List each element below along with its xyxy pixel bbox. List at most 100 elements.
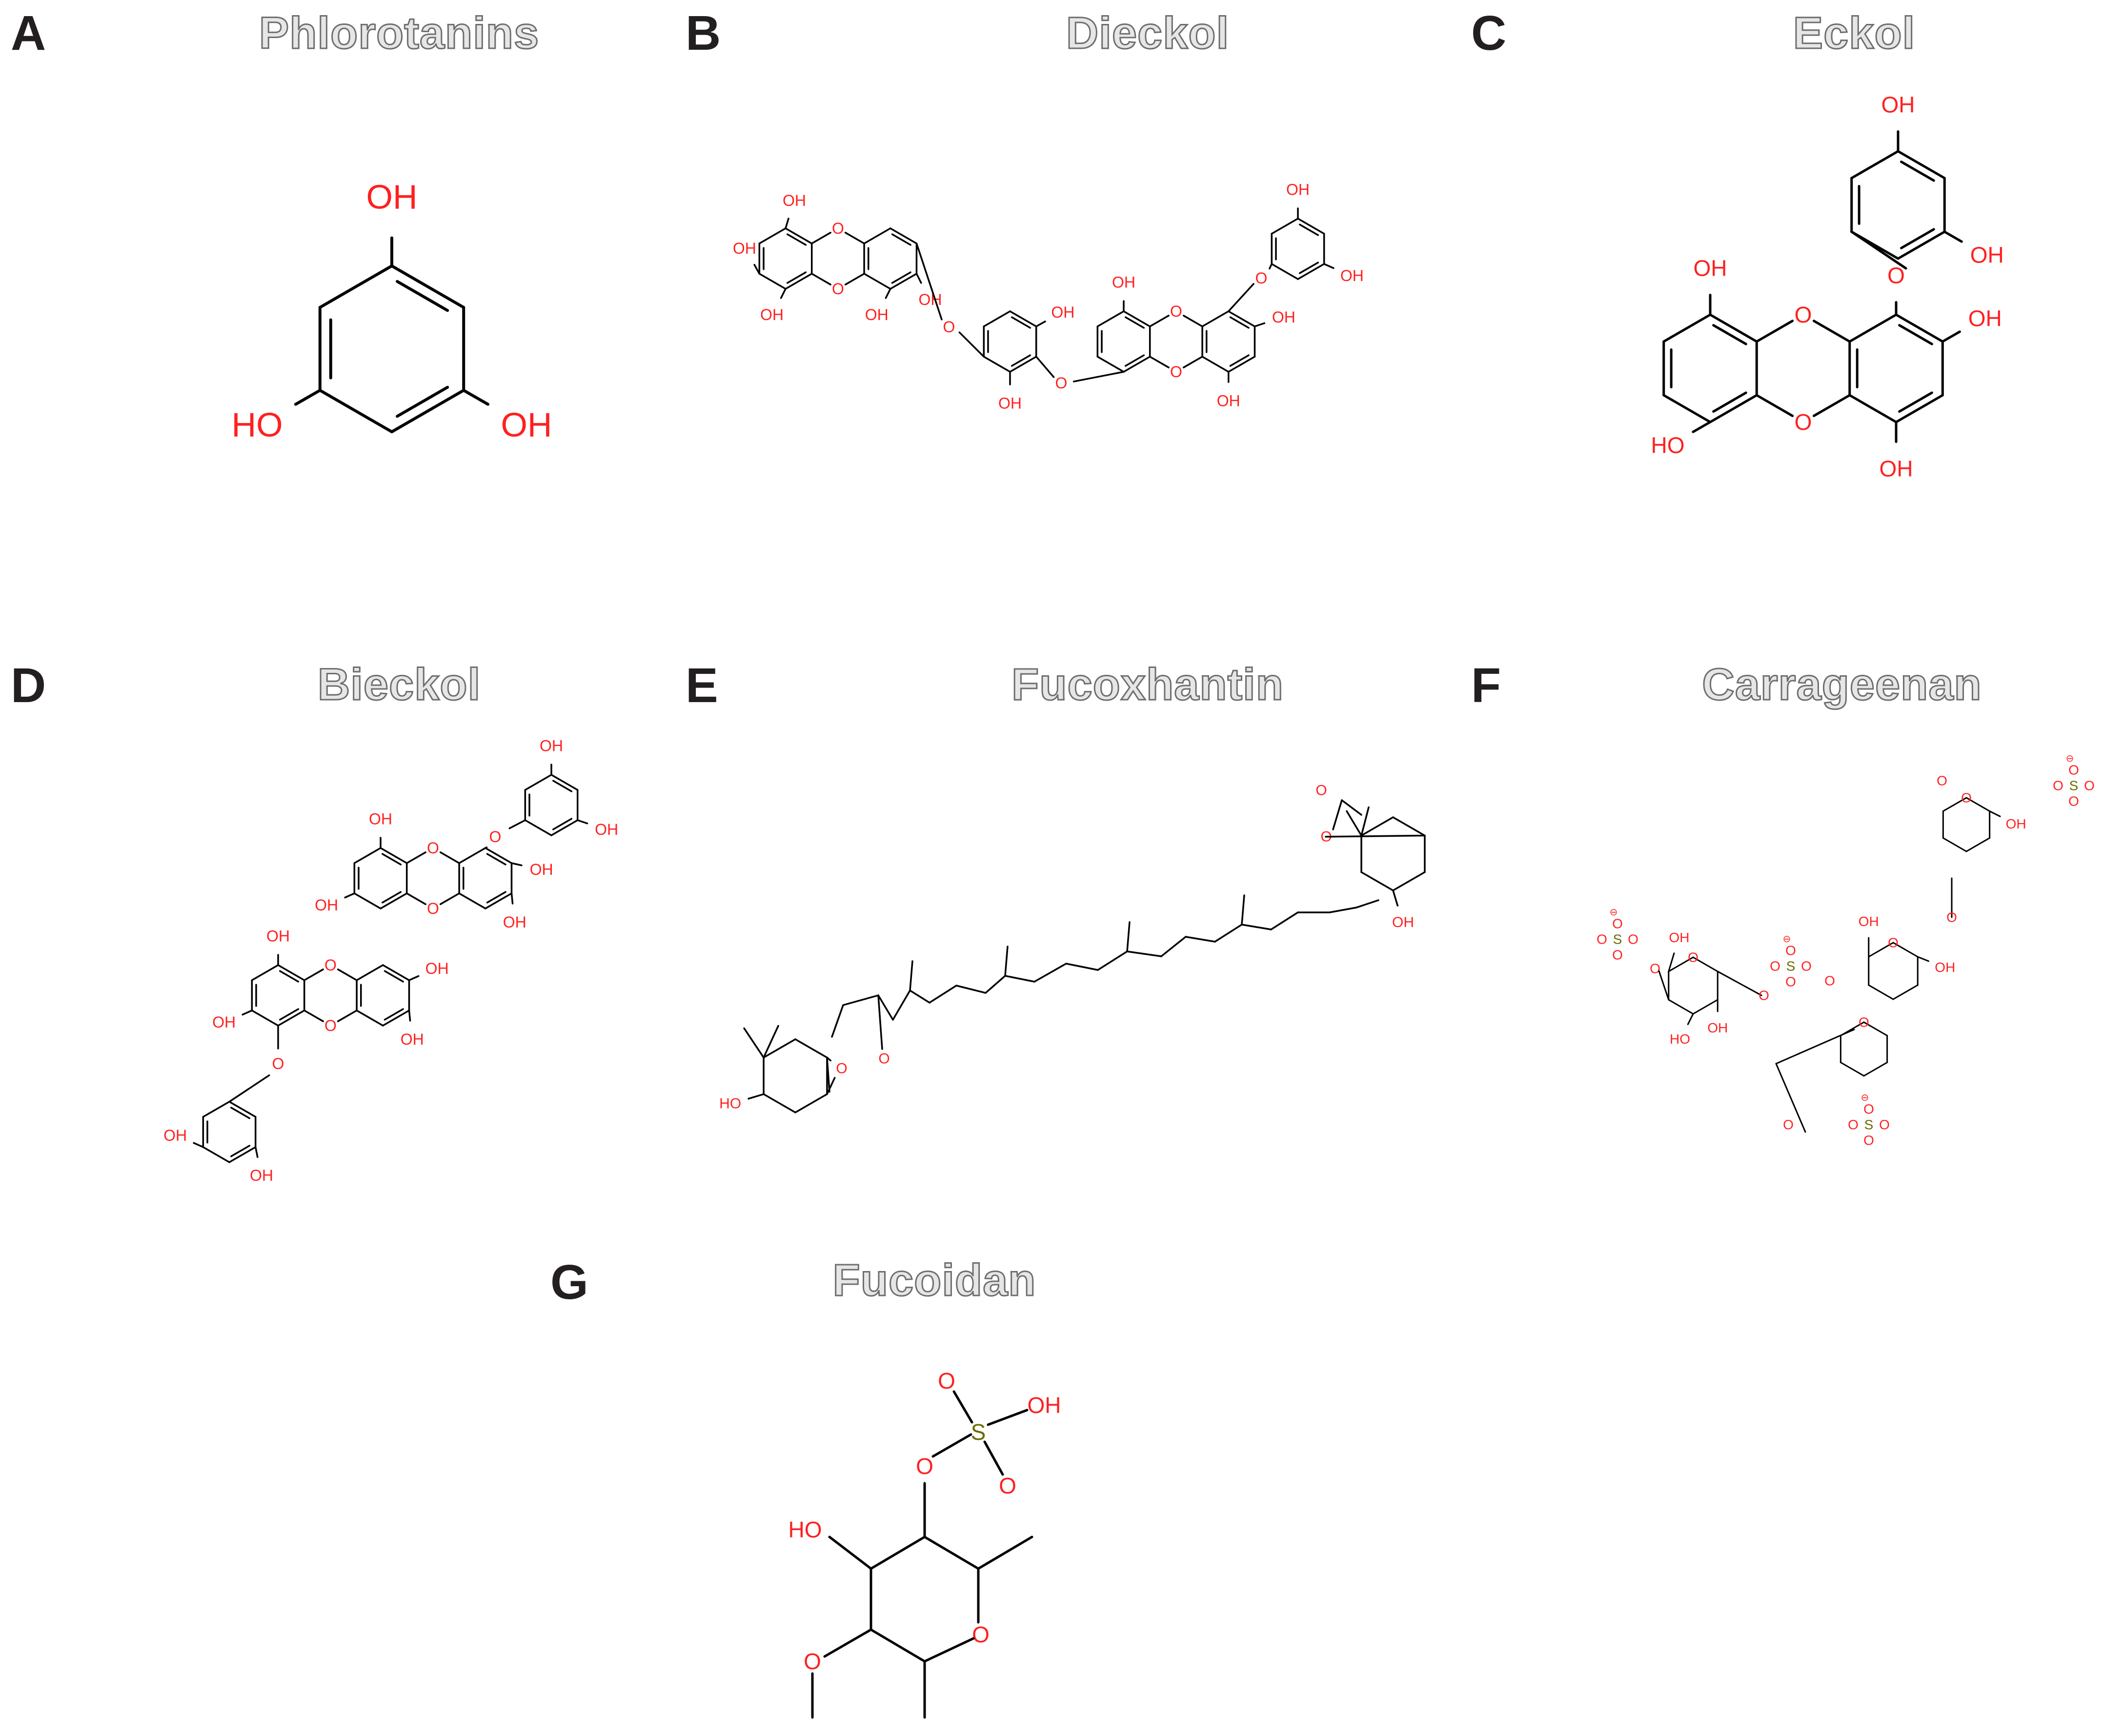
bond (337, 969, 358, 981)
title-phlorotanins: Phlorotanins (258, 8, 540, 58)
atom-label: OH (1392, 914, 1414, 930)
atom-label: OH (2006, 816, 2026, 831)
bond (251, 1009, 279, 1027)
atom-label: OH (1970, 242, 2004, 268)
atom-label: OH (1340, 267, 1364, 284)
bond (1840, 1062, 1865, 1077)
atom-label: O (938, 1368, 955, 1393)
atom-label: O (836, 1061, 847, 1077)
bond (390, 264, 465, 309)
atom-label: O (1863, 1133, 1874, 1148)
bond (382, 964, 410, 981)
bond (1848, 394, 1898, 424)
atom-label: O (1946, 910, 1957, 925)
atom-label: O (1612, 948, 1623, 963)
bond (863, 227, 891, 244)
bond (1658, 970, 1670, 1001)
atom-label: O (1759, 988, 1769, 1003)
atom-label: OH (212, 1013, 236, 1031)
bond (254, 1146, 259, 1158)
atom-label: OH (918, 291, 942, 308)
atom-label: S (1786, 959, 1796, 974)
atom-label: OH (1935, 960, 1955, 975)
bond (408, 1009, 411, 1022)
bond (1355, 899, 1379, 908)
bond (303, 1009, 324, 1022)
bond (353, 847, 382, 864)
bond (1011, 354, 1031, 367)
bond (1898, 324, 1933, 345)
bond (985, 975, 1006, 994)
bond (1360, 816, 1394, 837)
bond (826, 1077, 836, 1095)
bond (228, 1101, 257, 1118)
bond (763, 1038, 796, 1059)
bond (353, 892, 382, 909)
atom-label: O (272, 1055, 284, 1072)
bond (1755, 320, 1794, 343)
bond (931, 1433, 972, 1458)
bond (1297, 263, 1325, 280)
bond (983, 1440, 1004, 1476)
bond (1668, 999, 1694, 1015)
atom-label: OH (401, 1030, 424, 1048)
bond (1965, 797, 1991, 812)
bond (828, 1535, 872, 1570)
bond (1897, 150, 1946, 180)
bond (318, 389, 393, 433)
atom-label: ⊖ (1610, 907, 1618, 918)
bond (1755, 394, 1794, 417)
bond (831, 1004, 844, 1038)
bond (405, 851, 426, 864)
bond (955, 985, 987, 994)
bond (1269, 263, 1273, 270)
atom-label: O (916, 1453, 933, 1479)
bond (1229, 316, 1250, 329)
bond (550, 774, 579, 791)
bond (1848, 313, 1898, 343)
atom-label: OH (865, 306, 889, 323)
bond (1668, 956, 1694, 972)
bond (251, 964, 279, 981)
bond (1868, 942, 1894, 958)
bond (1329, 907, 1357, 913)
bond (396, 385, 449, 418)
atom-label: O (832, 280, 844, 298)
bond (1863, 1021, 1888, 1036)
bond (242, 1009, 253, 1016)
atom-label: HO (232, 406, 283, 444)
bond (844, 273, 865, 285)
atom-label: ⊖ (1861, 1092, 1869, 1103)
atom-label: ⊖ (2066, 753, 2074, 764)
bond (1241, 894, 1245, 926)
bond (877, 994, 894, 1021)
atom-label: O (1795, 409, 1812, 435)
bond (384, 970, 404, 983)
title-dieckol: Dieckol (1065, 8, 1230, 58)
atom-label: OH (1217, 392, 1240, 409)
bond (439, 892, 460, 905)
bond (510, 862, 523, 867)
bond (1360, 806, 1370, 837)
bond (1004, 946, 1009, 977)
atom-label: O (2053, 778, 2063, 793)
bond (1900, 161, 1935, 182)
atom-label: O (1801, 959, 1812, 974)
bond (524, 819, 552, 836)
bond (1325, 834, 1426, 838)
bond (1850, 230, 1907, 270)
bond (380, 892, 408, 909)
atom-label: OH (1028, 1393, 1061, 1418)
atom-label: O (1612, 916, 1623, 931)
bond (785, 227, 813, 244)
bond (826, 1056, 830, 1093)
bond (279, 1008, 300, 1021)
bond (1775, 1029, 1855, 1065)
atom-label: S (1864, 1117, 1874, 1132)
bond (977, 1535, 1033, 1570)
bond (1126, 921, 1131, 952)
title-fucoxhantin: Fucoxhantin (1011, 660, 1284, 709)
bond (794, 1038, 828, 1059)
bond (923, 1535, 980, 1570)
